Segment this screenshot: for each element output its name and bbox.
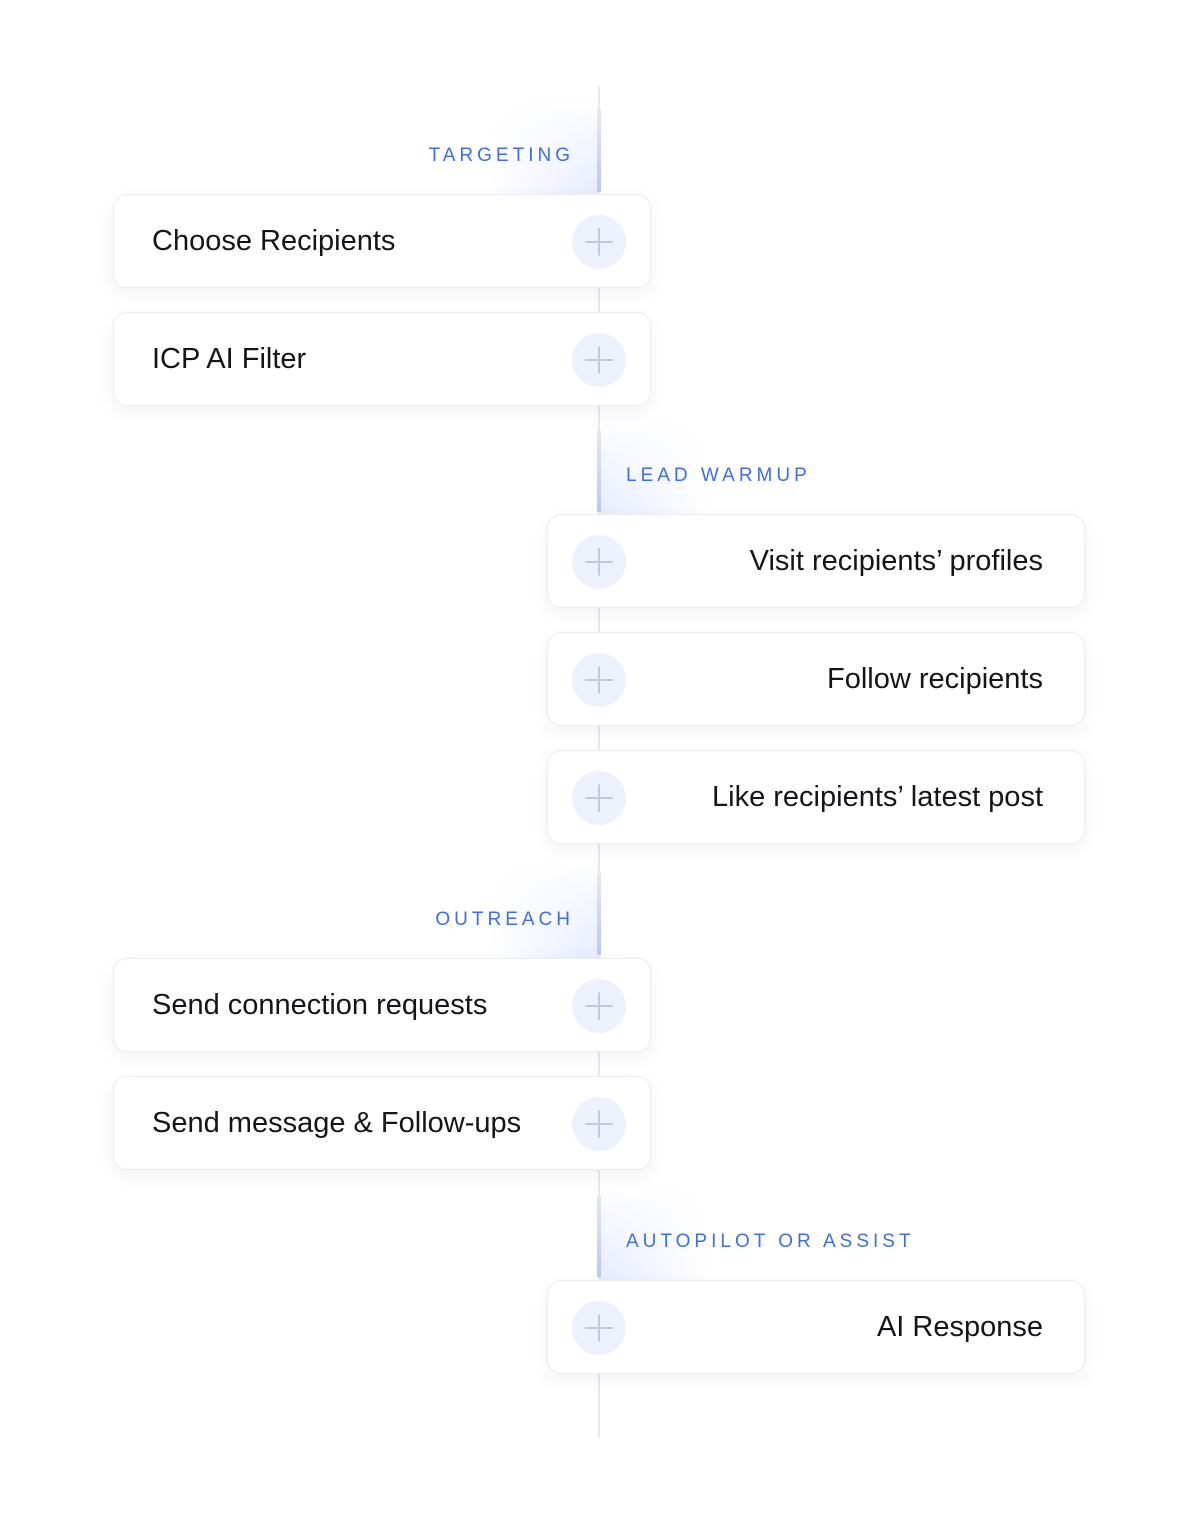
- timeline-highlight: [597, 110, 601, 192]
- step-card-choose-recipients[interactable]: Choose Recipients: [113, 194, 651, 288]
- step-card-visit-profiles[interactable]: Visit recipients’ profiles: [547, 514, 1085, 608]
- step-label: Visit recipients’ profiles: [749, 545, 1043, 577]
- step-label: Follow recipients: [827, 663, 1043, 695]
- step-label: ICP AI Filter: [152, 343, 307, 375]
- plus-icon: [585, 1110, 613, 1138]
- step-card-send-message-follow-ups[interactable]: Send message & Follow-ups: [113, 1076, 651, 1170]
- add-step-button[interactable]: [572, 653, 626, 707]
- step-label: Choose Recipients: [152, 225, 396, 257]
- step-card-send-connection-requests[interactable]: Send connection requests: [113, 958, 651, 1052]
- timeline-highlight: [597, 430, 601, 512]
- step-card-follow-recipients[interactable]: Follow recipients: [547, 632, 1085, 726]
- add-step-button[interactable]: [572, 535, 626, 589]
- plus-icon: [585, 1314, 613, 1342]
- section-label-outreach: OUTREACH: [435, 909, 574, 930]
- step-card-icp-ai-filter[interactable]: ICP AI Filter: [113, 312, 651, 406]
- plus-icon: [585, 228, 613, 256]
- plus-icon: [585, 666, 613, 694]
- add-step-button[interactable]: [572, 333, 626, 387]
- step-card-like-latest-post[interactable]: Like recipients’ latest post: [547, 750, 1085, 844]
- add-step-button[interactable]: [572, 1301, 626, 1355]
- section-label-lead-warmup: LEAD WARMUP: [626, 465, 811, 486]
- plus-icon: [585, 784, 613, 812]
- timeline-highlight: [597, 873, 601, 955]
- section-label-targeting: TARGETING: [428, 145, 574, 166]
- add-step-button[interactable]: [572, 771, 626, 825]
- plus-icon: [585, 548, 613, 576]
- step-label: Send message & Follow-ups: [152, 1107, 522, 1139]
- plus-icon: [585, 346, 613, 374]
- add-step-button[interactable]: [572, 1097, 626, 1151]
- step-label: Send connection requests: [152, 989, 488, 1021]
- step-label: AI Response: [876, 1311, 1043, 1343]
- add-step-button[interactable]: [572, 215, 626, 269]
- section-label-autopilot-or-assist: AUTOPILOT OR ASSIST: [626, 1231, 915, 1252]
- step-card-ai-response[interactable]: AI Response: [547, 1280, 1085, 1374]
- plus-icon: [585, 992, 613, 1020]
- step-label: Like recipients’ latest post: [712, 781, 1043, 813]
- timeline-highlight: [597, 1195, 601, 1277]
- add-step-button[interactable]: [572, 979, 626, 1033]
